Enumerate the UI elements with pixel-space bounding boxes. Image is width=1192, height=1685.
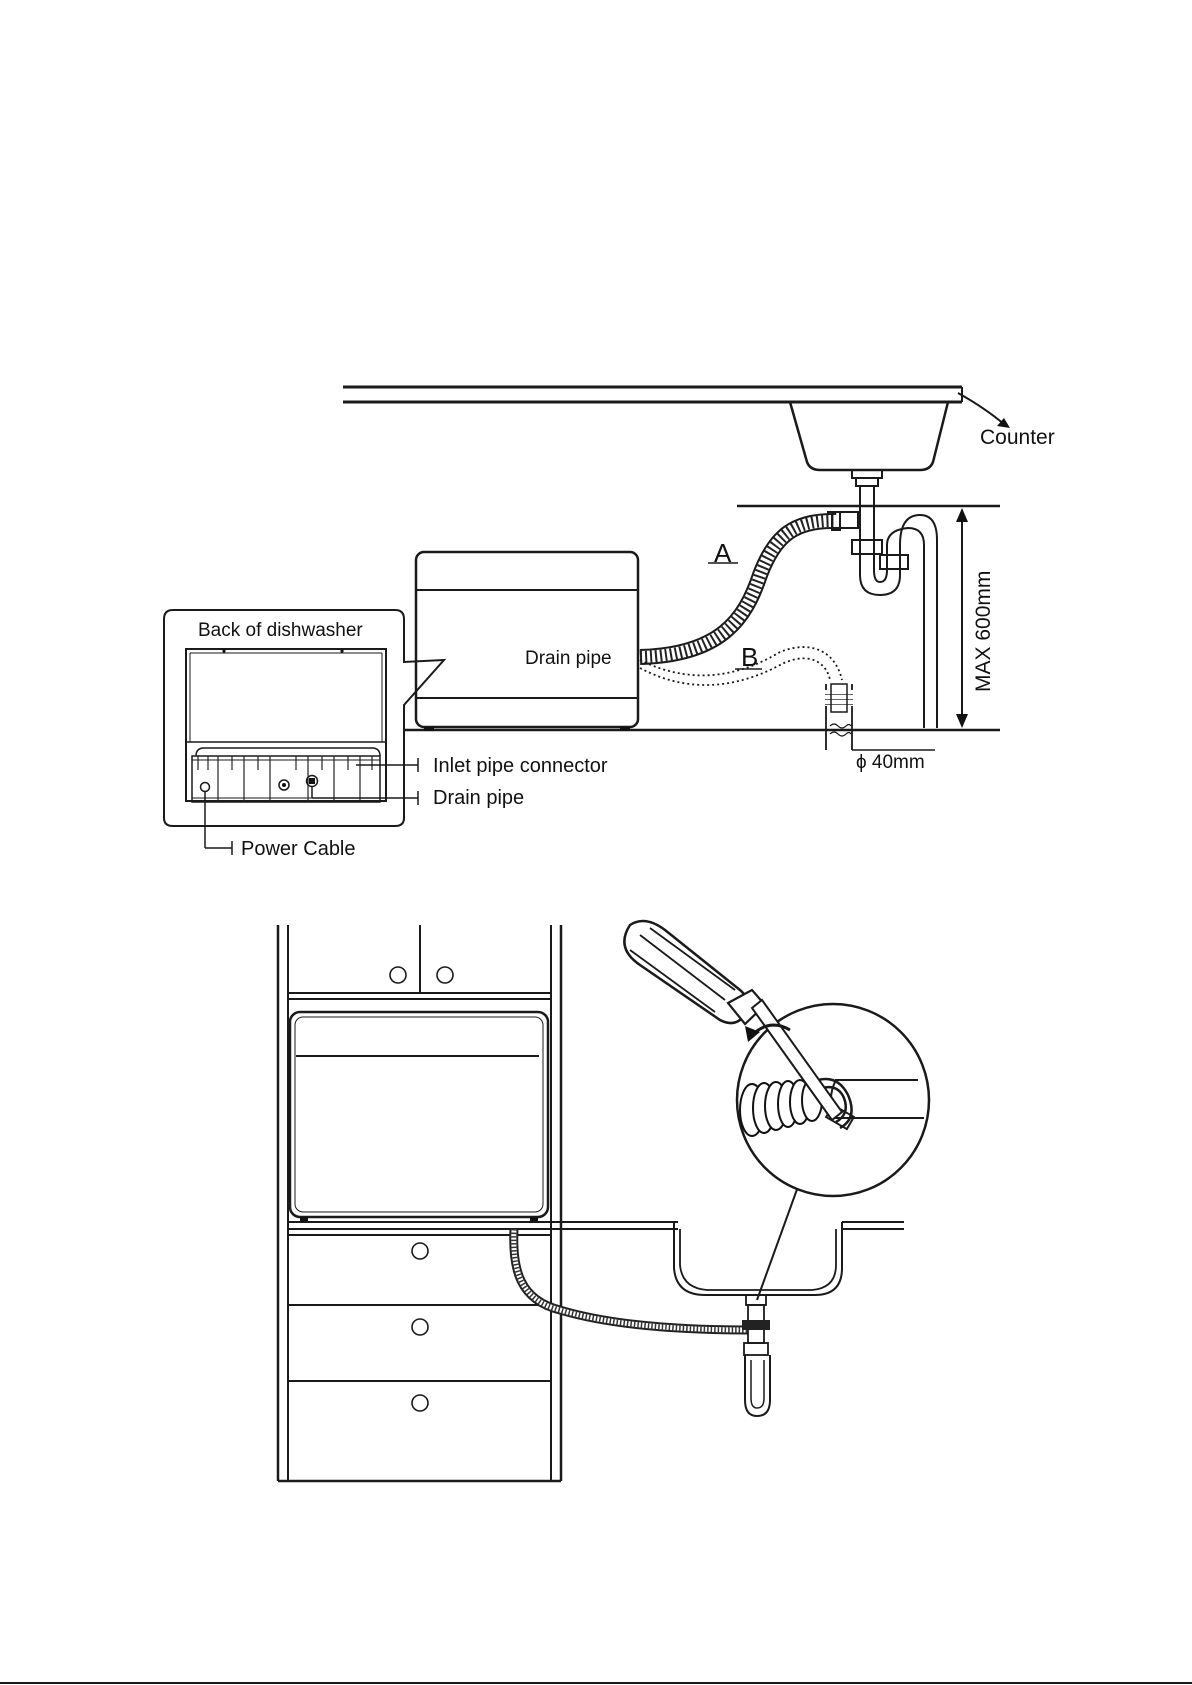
counter-label: Counter [980,426,1055,449]
drawer-knob-3 [412,1395,428,1411]
drain-hose [514,1229,748,1330]
counter-top [343,387,962,402]
kitchen-cabinet [278,925,561,1481]
standpipe [825,684,935,750]
counter-arrow [958,393,1010,428]
drain-pipe-callout-label: Drain pipe [433,787,524,809]
dishwasher-front [290,1012,548,1221]
drain-hose-a [640,512,840,657]
back-of-dishwasher-title: Back of dishwasher [198,620,363,641]
top-diagram: Counter MAX 600mm [164,387,1055,860]
back-of-dishwasher-callout: Back of dishwasher [164,610,444,855]
sink-trap-bottom [742,1295,770,1416]
countertop-sink [288,1222,904,1295]
drain-pipe-main-label: Drain pipe [525,648,612,669]
max-height-label: MAX 600mm [972,571,995,692]
bottom-diagram [278,921,929,1481]
height-dimension [956,508,968,728]
dishwasher-unit [416,552,638,731]
detail-magnifier [737,1004,929,1300]
diameter-label: ϕ 40mm [856,752,925,773]
sink-basin [785,402,955,486]
power-cable-label: Power Cable [241,838,356,860]
cabinet-knob-left [390,967,406,983]
cabinet-knob-right [437,967,453,983]
drawer-knob-1 [412,1243,428,1259]
inlet-pipe-connector-label: Inlet pipe connector [433,755,608,777]
label-b: B [741,642,758,672]
drawer-knob-2 [412,1319,428,1335]
label-a: A [714,538,732,568]
